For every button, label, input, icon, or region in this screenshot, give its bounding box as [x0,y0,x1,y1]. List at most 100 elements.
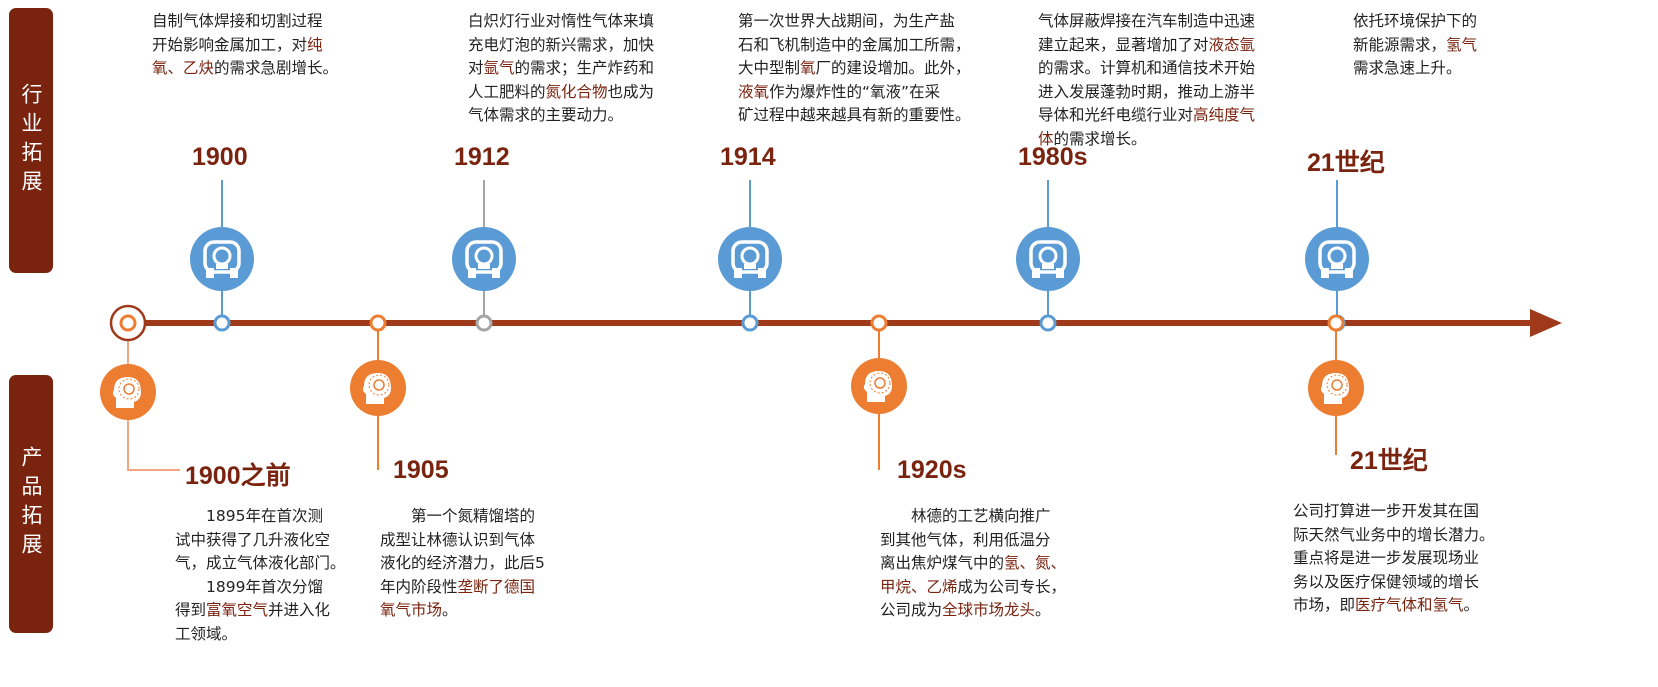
icon-circle [190,227,254,291]
icon-foot [1321,268,1329,278]
icon-head [1320,373,1349,404]
lightbulb-head-icon [1308,360,1364,416]
lightbulb-head-icon [851,358,907,414]
text-line: 充电灯泡的新兴需求，加快 [468,34,654,58]
text: 白炽灯行业对惰性气体来填 [468,12,655,30]
icon-base [1331,264,1343,269]
year-label: 1905 [393,456,449,484]
timeline-node [1327,314,1345,332]
icon-circle [1305,227,1369,291]
text: 气体屏蔽焊接在汽车制造中迅速 [1038,12,1256,30]
icon-foot [1056,268,1064,278]
industry-machine-icon [1016,227,1080,291]
text: 液化的经济潜力，此后5 [380,554,545,572]
text: 的需求。计算机和通信技术开始 [1038,59,1256,77]
text: 充电灯泡的新兴需求，加快 [468,35,655,54]
icon-foot [734,268,742,278]
text: 林德的工艺横向推广 [880,507,1051,525]
text-line: 1899年首次分馏 [175,576,346,600]
text-line: 对氩气的需求；生产炸药和 [468,57,654,81]
text: 第一次世界大战期间，为生产盐 [738,12,956,30]
text: 对 [468,59,484,77]
text: 年内阶段性 [380,577,458,596]
industry-machine-icon [190,227,254,291]
text-line: 自制气体焊接和切割过程 [152,10,338,34]
icon-frame [1029,240,1067,274]
lightbulb-head-icon [350,360,406,416]
text: 大中型制 [738,59,801,77]
icon-foot [230,268,238,278]
text-line: 的需求。计算机和通信技术开始 [1038,57,1255,81]
highlight-text: 氢、氮、 [1004,554,1067,572]
text-line: 年内阶段性垄断了德国 [380,576,545,600]
year-label: 21世纪 [1307,149,1385,177]
text: 。 [1463,596,1480,614]
text: 市场，即 [1293,596,1356,614]
text: 成为公司专长， [957,577,1067,596]
text: 依托环境保护下的 [1353,12,1478,30]
icon-frame [1318,240,1356,274]
text-line: 液化的经济潜力，此后5 [380,552,545,576]
highlight-text: 氮化合物 [545,82,608,101]
text: 到其他气体，利用低温分 [880,530,1051,549]
event-description: 气体屏蔽焊接在汽车制造中迅速建立起来，显著增加了对液态氩的需求。计算机和通信技术… [1038,10,1255,151]
text-line: 白炽灯行业对惰性气体来填 [468,10,654,34]
text: 开始影响金属加工，对 [152,35,308,54]
text: 建立起来，显著增加了对 [1038,35,1209,54]
timeline-node [119,314,137,332]
text-line: 甲烷、乙烯成为公司专长， [880,576,1066,600]
text-line: 气，成立气体液化部门。 [175,552,346,576]
icon-base [216,264,228,269]
event-description: 自制气体焊接和切割过程开始影响金属加工，对纯氧、乙炔的需求急剧增长。 [152,10,338,81]
text-line: 试中获得了几升液化空 [175,529,346,553]
text: 矿过程中越来越具有新的重要性。 [738,106,971,124]
icon-foot [206,268,214,278]
text-line: 依托环境保护下的 [1353,10,1477,34]
event-description: 林德的工艺横向推广到其他气体，利用低温分离出焦炉煤气中的氢、氮、甲烷、乙烯成为公… [880,505,1066,623]
event-description: 依托环境保护下的新能源需求，氢气需求急速上升。 [1353,10,1477,81]
highlight-text: 垄断了德国 [457,577,536,596]
icon-head [863,371,892,402]
industry-machine-icon [452,227,516,291]
text-line: 氧气市场。 [380,599,545,623]
icon-foot [1032,268,1040,278]
icon-frame [731,240,769,274]
icon-rays [368,374,390,396]
timeline-node [1039,314,1057,332]
highlight-text: 富氧空气 [206,601,269,619]
year-label: 1914 [720,143,776,171]
text: 人工肥料的 [468,82,546,101]
text: 公司打算进一步开发其在国 [1293,502,1480,520]
text-line: 务以及医疗保健领域的增长 [1293,571,1495,595]
text-line: 气体屏蔽焊接在汽车制造中迅速 [1038,10,1255,34]
text: 进入发展蓬勃时期，推动上游半 [1038,82,1256,101]
icon-bulb [874,377,886,389]
icon-base [1042,264,1054,269]
icon-bulb [1331,379,1343,391]
text: 第一个氮精馏塔的 [380,507,536,525]
text-line: 矿过程中越来越具有新的重要性。 [738,104,971,128]
text-line: 得到富氧空气并进入化 [175,599,346,623]
text-line: 需求急速上升。 [1353,57,1477,81]
text: 1895年在首次测 [175,507,323,525]
text: 的需求；生产炸药和 [514,59,655,77]
text-line: 第一个氮精馏塔的 [380,505,545,529]
side-label-industry: 行业拓展 [9,8,53,273]
text-line: 重点将是进一步发展现场业 [1293,547,1495,571]
text-line: 新能源需求，氢气 [1353,34,1477,58]
year-label: 1980s [1018,143,1088,171]
year-label: 21世纪 [1350,447,1428,475]
text: 导体和光纤电缆行业对 [1038,106,1194,124]
text-line: 公司成为全球市场龙头。 [880,599,1066,623]
text: 需求急速上升。 [1353,59,1462,77]
text: 自制气体焊接和切割过程 [152,12,323,30]
text-line: 市场，即医疗气体和氢气。 [1293,594,1495,618]
icon-circle [718,227,782,291]
text: 1899年首次分馏 [175,577,323,596]
highlight-text: 甲烷、乙烯 [880,577,958,596]
text: 气体需求的主要动力。 [468,106,624,124]
text: 石和飞机制造中的金属加工所需， [738,35,971,54]
